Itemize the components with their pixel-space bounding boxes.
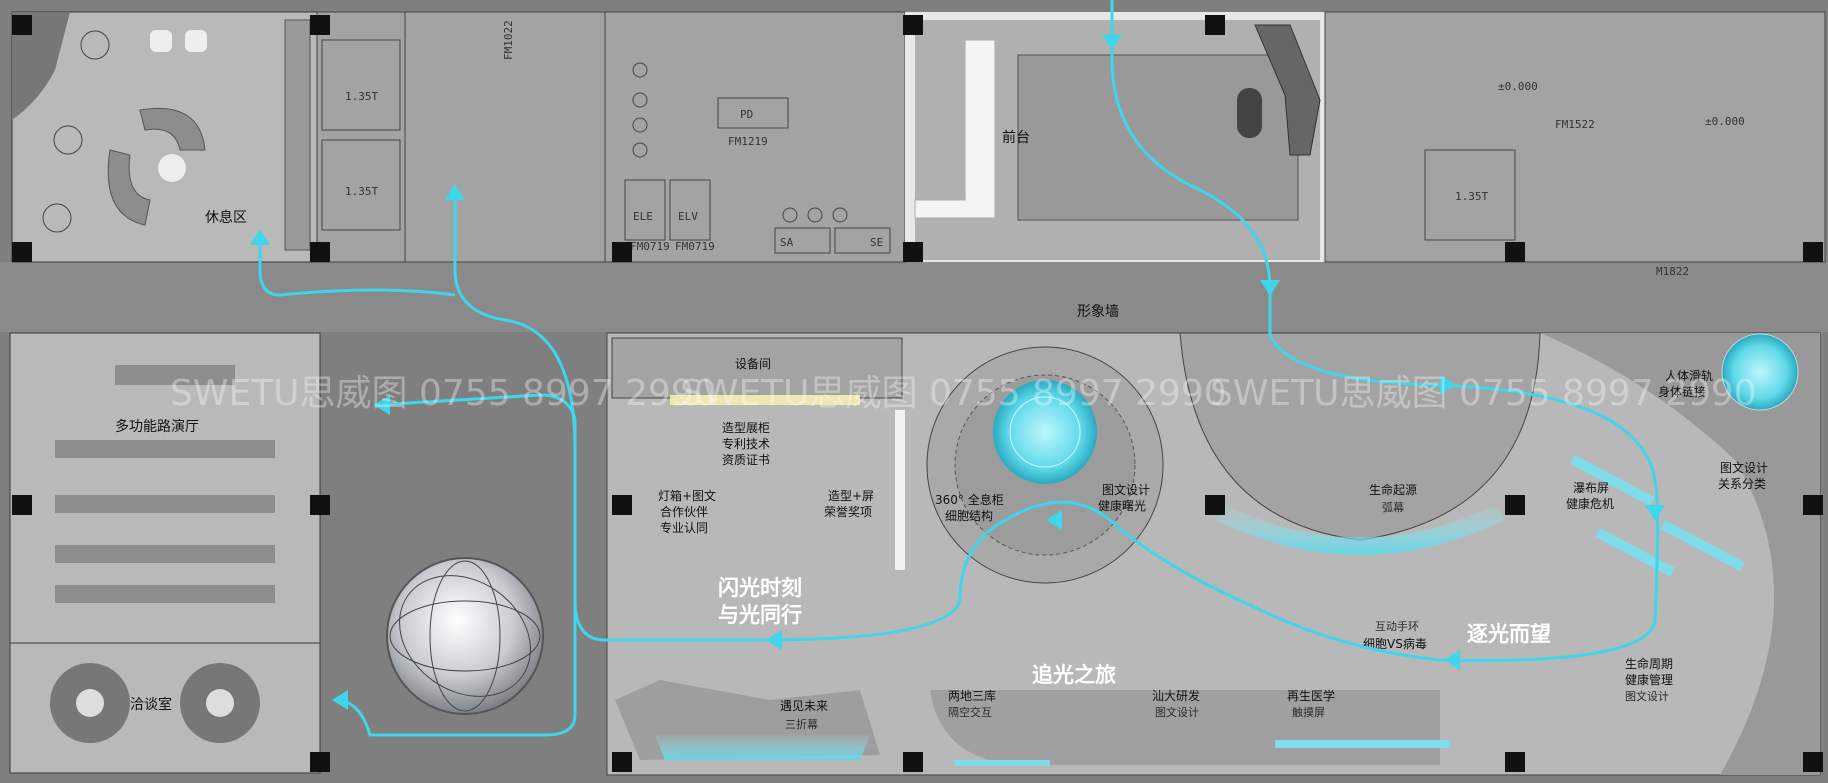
visitor-route — [250, 0, 1665, 737]
route-arrow — [250, 229, 270, 245]
slogan-pursue: 逐光而望 — [1467, 622, 1551, 646]
future-label-1: 遇见未来 — [780, 699, 828, 713]
relation-label-1: 图文设计 — [1720, 460, 1768, 475]
slogan-flash-1: 闪光时刻 — [718, 576, 802, 600]
cabinet-label-3: 资质证书 — [722, 453, 770, 467]
fm-e-label: FM1522 — [1555, 118, 1595, 131]
multi-hall: 多功能路演厅 — [9, 332, 321, 644]
lifecycle-label-1: 生命周期 — [1625, 656, 1673, 671]
multi-hall-label: 多功能路演厅 — [115, 418, 199, 435]
route-arrow — [766, 630, 782, 650]
life-origin-label-2: 弧幕 — [1382, 500, 1404, 514]
se-label: SE — [870, 236, 883, 249]
elevator-block-left: 1.35T 1.35T — [316, 11, 406, 263]
image-wall-label: 形象墙 — [1077, 304, 1119, 320]
slogan-chase: 追光之旅 — [1032, 663, 1116, 687]
reception-room: 前台 — [905, 12, 1325, 262]
level-a-label: ±0.000 — [1498, 80, 1538, 93]
ele-label: ELE — [633, 210, 653, 223]
route-arrow — [1645, 505, 1665, 521]
lightbox-label-2: 合作伙伴 — [660, 504, 708, 519]
front-desk-label: 前台 — [1002, 129, 1030, 146]
fm-a-label: FM1022 — [502, 20, 515, 60]
lift-c-label: 1.35T — [1455, 190, 1488, 203]
regen-label-1: 再生医学 — [1287, 688, 1335, 703]
exhibition-hall: 设备间 — [606, 332, 1821, 776]
screen-label-2: 荣誉奖项 — [824, 505, 872, 519]
wristband-label-1: 互动手环 — [1375, 619, 1419, 633]
relation-label-2: 关系分类 — [1718, 477, 1766, 491]
holo-label-1: 360° 全息柜 — [935, 492, 1004, 507]
fm-b-label: FM0719 — [630, 240, 670, 253]
wristband-label-2: 细胞VS病毒 — [1363, 636, 1427, 651]
waterfall-label-2: 健康危机 — [1566, 496, 1614, 511]
route-arrow — [445, 184, 465, 200]
cabinet-label-1: 造型展柜 — [722, 421, 770, 435]
lightbox-label-1: 灯箱+图文 — [658, 488, 716, 503]
stair-room — [404, 11, 606, 263]
structural-columns — [12, 15, 1823, 772]
corridor — [0, 262, 1828, 332]
graphic-label-2: 健康曙光 — [1098, 498, 1146, 513]
lifecycle-label-3: 图文设计 — [1625, 689, 1669, 703]
fm-f-label: M1822 — [1656, 265, 1689, 278]
lounge-room: 休息区 — [11, 11, 318, 263]
holo-label-2: 细胞结构 — [945, 508, 993, 523]
slogan-flash-2: 与光同行 — [718, 603, 802, 627]
watermark-3: SWETU思威图 0755 8997 2990 — [1210, 373, 1757, 414]
watermark-1: SWETU思威图 0755 8997 2990 — [170, 373, 717, 414]
fm-c-label: FM0719 — [675, 240, 715, 253]
cabinet-label-2: 专利技术 — [722, 436, 770, 451]
sa-label: SA — [780, 236, 794, 249]
fm-d-label: FM1219 — [728, 135, 768, 148]
route-arrow — [1444, 650, 1460, 670]
life-origin-label-1: 生命起源 — [1369, 482, 1417, 497]
watermark-2: SWETU思威图 0755 8997 2990 — [680, 373, 1227, 414]
screen-label-1: 造型+屏 — [828, 489, 874, 503]
level-b-label: ±0.000 — [1705, 115, 1745, 128]
route-arrow — [332, 690, 348, 710]
route-arrow — [1440, 375, 1456, 395]
shantou-label-1: 汕大研发 — [1152, 688, 1200, 703]
rail-label-1: 人体滑轨 — [1665, 369, 1713, 383]
exhibit-labels: 造型展柜 专利技术 资质证书 灯箱+图文 合作伙伴 专业认同 造型+屏 荣誉奖项… — [658, 369, 1768, 731]
meeting-room: 洽谈室 — [9, 642, 321, 774]
lift-b-label: 1.35T — [345, 185, 378, 198]
shantou-label-2: 图文设计 — [1155, 705, 1199, 719]
route-arrow — [1046, 510, 1062, 530]
two-places-label-1: 两地三库 — [948, 688, 996, 703]
lightbox-label-3: 专业认同 — [660, 520, 708, 535]
waterfall-label-1: 瀑布屏 — [1573, 481, 1609, 495]
meeting-label: 洽谈室 — [130, 696, 172, 713]
lift-a-label: 1.35T — [345, 90, 378, 103]
right-block: 1.35T ±0.000 ±0.000 FM1522 M1822 — [1324, 11, 1826, 278]
slogans: 闪光时刻 与光同行 追光之旅 逐光而望 — [718, 576, 1551, 687]
route-arrow — [374, 395, 390, 415]
glass-sphere — [386, 557, 544, 715]
pd-label: PD — [740, 108, 753, 121]
elv-label: ELV — [678, 210, 698, 223]
lifecycle-label-2: 健康管理 — [1625, 672, 1673, 687]
restroom-block: ELE ELV FM0719 FM0719 PD FM1219 SA SE — [604, 11, 906, 263]
equipment-label: 设备间 — [735, 357, 771, 371]
route-arrow — [1102, 35, 1122, 50]
two-places-label-2: 隔空交互 — [948, 705, 992, 719]
graphic-label-1: 图文设计 — [1102, 482, 1150, 497]
regen-label-2: 触摸屏 — [1292, 705, 1325, 719]
lounge-label: 休息区 — [205, 209, 247, 226]
future-label-2: 三折幕 — [785, 717, 818, 731]
rail-label-2: 身体链接 — [1658, 384, 1706, 399]
route-arrow — [1260, 280, 1280, 296]
